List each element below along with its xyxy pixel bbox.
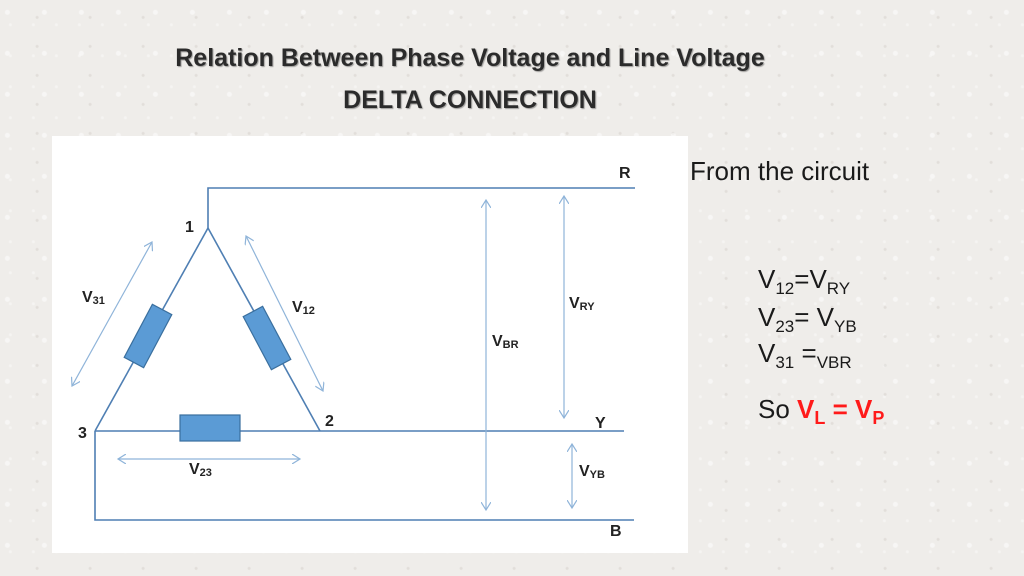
intro-text: From the circuit bbox=[690, 156, 870, 186]
wire-b-line bbox=[94, 431, 634, 521]
label-v12: V12 bbox=[292, 299, 315, 317]
label-vyb: VYB bbox=[579, 463, 605, 481]
label-v31: V31 bbox=[82, 289, 105, 307]
page-title: Relation Between Phase Voltage and Line … bbox=[175, 44, 765, 72]
line-label-y: Y bbox=[595, 415, 606, 432]
arrow-v31 bbox=[72, 242, 152, 386]
equation-v23: V23= VYB bbox=[758, 302, 857, 336]
label-vbr: VBR bbox=[492, 333, 519, 351]
label-v23: V23 bbox=[189, 461, 212, 479]
equation-v31: V31 =VBR bbox=[758, 338, 852, 372]
node-label-1: 1 bbox=[185, 219, 194, 236]
wire-r-line bbox=[207, 187, 635, 228]
page-subtitle: DELTA CONNECTION bbox=[343, 86, 597, 114]
resistor-v12 bbox=[242, 305, 292, 371]
equation-v12: V12=VRY bbox=[758, 264, 851, 298]
line-label-b: B bbox=[610, 523, 622, 540]
node-label-3: 3 bbox=[78, 425, 87, 442]
resistor-v31 bbox=[123, 303, 173, 369]
delta-circuit-diagram: 1 2 3 R Y B V31 V12 V23 VBR VRY VYB bbox=[52, 165, 635, 540]
circuit-diagram-panel: 1 2 3 R Y B V31 V12 V23 VBR VRY VYB bbox=[52, 136, 688, 553]
label-vry: VRY bbox=[569, 295, 595, 313]
result-statement: So VL = VP bbox=[758, 394, 885, 428]
arrow-v12 bbox=[246, 236, 323, 391]
node-label-2: 2 bbox=[325, 413, 334, 430]
resistor-v23 bbox=[179, 414, 241, 442]
line-label-r: R bbox=[619, 165, 631, 182]
